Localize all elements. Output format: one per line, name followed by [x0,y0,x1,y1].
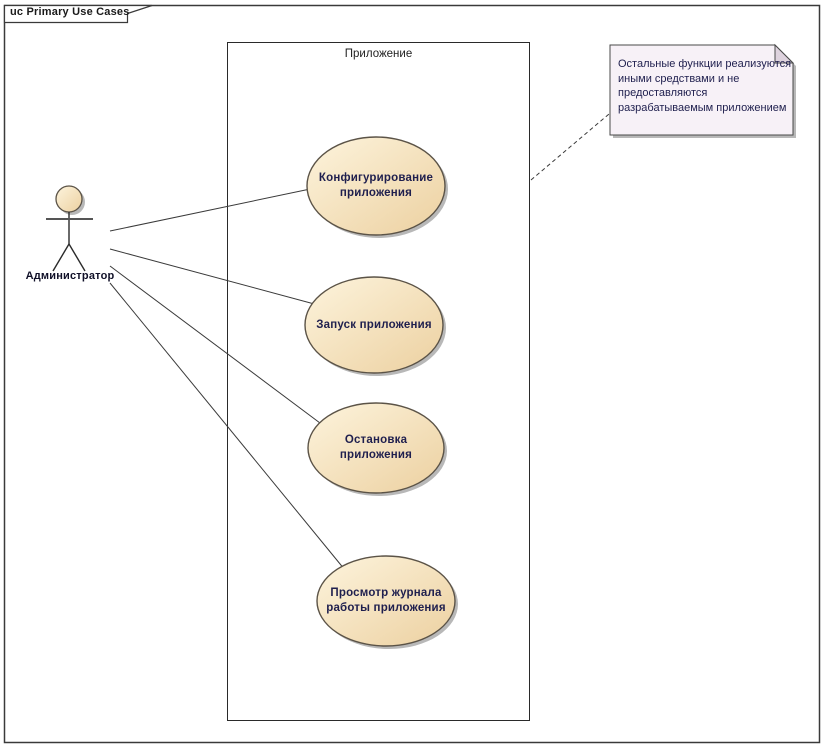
association-configure[interactable] [109,187,316,232]
use-case-ellipse[interactable] [307,402,445,494]
note-fold-corner-icon [774,43,795,64]
use-case-start[interactable] [304,276,446,376]
note-body [609,44,794,136]
note-link[interactable] [530,113,610,181]
use-case-stop[interactable] [307,402,447,496]
association-stop[interactable] [109,265,325,427]
actor-leg-right-icon [68,243,86,272]
use-case-ellipse[interactable] [316,555,456,647]
actor-administrator[interactable] [46,185,93,272]
actor-head-icon [55,185,83,213]
use-case-configure[interactable] [306,136,448,238]
diagram-frame [3,4,821,744]
association-start[interactable] [109,248,319,306]
association-view-log[interactable] [109,282,346,571]
note[interactable] [609,43,796,138]
use-case-ellipse[interactable] [306,136,446,236]
actor-leg-left-icon [52,243,70,272]
use-case-view-log[interactable] [316,555,458,649]
associations [109,187,346,571]
use-case-ellipse[interactable] [304,276,444,374]
diagram-frame-tab [3,4,153,24]
